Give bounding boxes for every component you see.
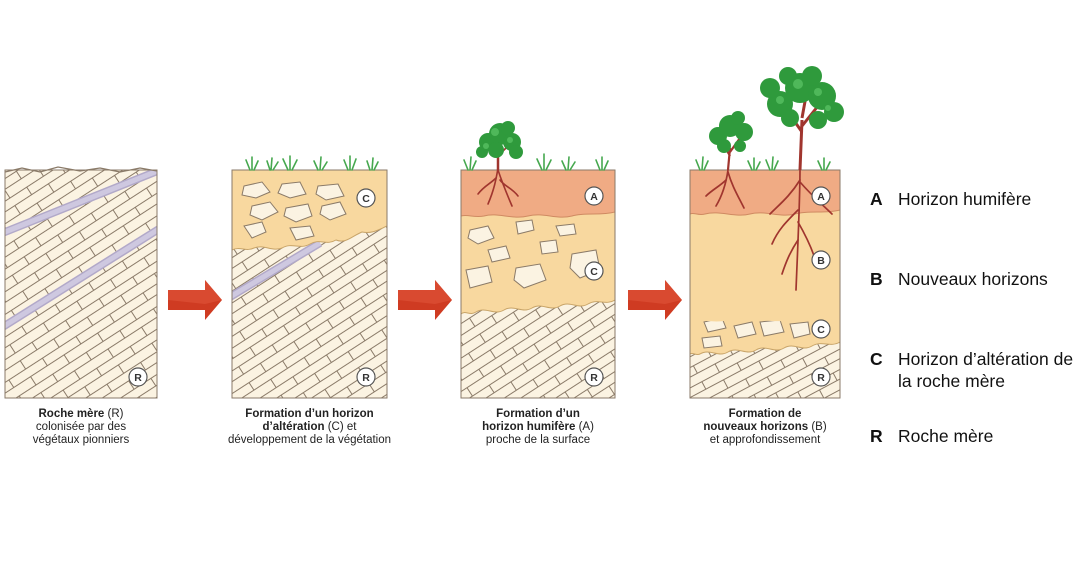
stage-3-grass	[463, 153, 609, 171]
stage-4-line3: et approfondissement	[709, 434, 821, 446]
stage-4-line2-bold: nouveaux horizons	[703, 421, 809, 433]
stage-4-caption: Formation de nouveaux horizons (B) et ap…	[680, 408, 850, 447]
badge-c-label: C	[590, 266, 598, 278]
badge-c-label: C	[817, 324, 825, 336]
stage-2-grass	[245, 155, 379, 171]
legend-key: C	[870, 349, 883, 369]
stage-4-small-tree	[709, 111, 753, 171]
stage-1-title-suffix: (R)	[104, 408, 124, 420]
stage-4-tall-tree	[760, 66, 844, 171]
stage-2-column	[231, 155, 388, 399]
stage-3-roots	[477, 167, 519, 207]
legend-text: Roche mère	[898, 426, 994, 446]
badge-c-label: C	[362, 193, 370, 205]
badge-b-label: B	[817, 255, 825, 267]
stage-3-alteration-horizon	[461, 204, 615, 315]
badge-a-stage-4: A	[811, 186, 831, 206]
legend-text: Horizon d’altération de la roche mère	[898, 349, 1074, 391]
badge-r-stage-4: R	[811, 367, 831, 387]
legend-text: Nouveaux horizons	[898, 269, 1048, 289]
badge-c-stage-2: C	[356, 188, 376, 208]
stage-4-grass	[695, 156, 831, 171]
stage-1-title: Roche mère	[38, 408, 105, 420]
badge-a-stage-3: A	[584, 186, 604, 206]
stage-3-shrub	[476, 121, 523, 170]
stage-1-caption: Roche mère (R) colonisée par des végétau…	[5, 408, 157, 447]
legend-key: R	[870, 426, 883, 446]
stage-3-column	[460, 121, 616, 399]
stage-3-caption: Formation d’un horizon humifère (A) proc…	[461, 408, 615, 447]
stage-4-column	[689, 66, 844, 399]
stage-3-line2: (A)	[575, 421, 594, 433]
badge-c-stage-3: C	[584, 261, 604, 281]
stage-1-column	[4, 166, 158, 399]
stage-4-humus-horizon	[690, 170, 840, 216]
stage-2-title: Formation d’un horizon	[245, 408, 374, 420]
badge-b-stage-4: B	[811, 250, 831, 270]
arrow-2-to-3	[398, 280, 452, 320]
arrow-3-to-4	[628, 280, 682, 320]
badge-a-label: A	[817, 191, 825, 203]
stage-3-line2-bold: horizon humifère	[482, 421, 576, 433]
badge-r-stage-3: R	[584, 367, 604, 387]
badge-r-label: R	[134, 372, 142, 384]
badge-c-stage-4: C	[811, 319, 831, 339]
stage-2-line2: (C) et	[324, 421, 357, 433]
badge-r-label: R	[362, 372, 370, 384]
stage-2-line3: développement de la végétation	[227, 434, 392, 446]
stage-3-line3: proche de la surface	[485, 434, 591, 446]
badge-r-label: R	[817, 372, 825, 384]
stage-1-surface	[4, 166, 158, 173]
stage-2-caption: Formation d’un horizon d’altération (C) …	[222, 408, 397, 447]
stage-2-line2-bold: d’altération	[262, 421, 325, 433]
stage-1-line2: colonisée par des	[35, 421, 127, 433]
legend-key: A	[870, 189, 883, 209]
badge-r-stage-2: R	[356, 367, 376, 387]
legend-key: B	[870, 269, 883, 289]
badge-r-stage-1: R	[128, 367, 148, 387]
legend-text: Horizon humifère	[898, 189, 1032, 209]
stage-1-line3: végétaux pionniers	[32, 434, 130, 446]
stage-3-title: Formation d’un	[496, 408, 580, 420]
stage-4-line2: (B)	[808, 421, 827, 433]
badge-r-label: R	[590, 372, 598, 384]
badge-a-label: A	[590, 191, 598, 203]
stage-4-title: Formation de	[728, 408, 802, 420]
arrow-1-to-2	[168, 280, 222, 320]
stage-3-humus-horizon	[461, 170, 615, 218]
